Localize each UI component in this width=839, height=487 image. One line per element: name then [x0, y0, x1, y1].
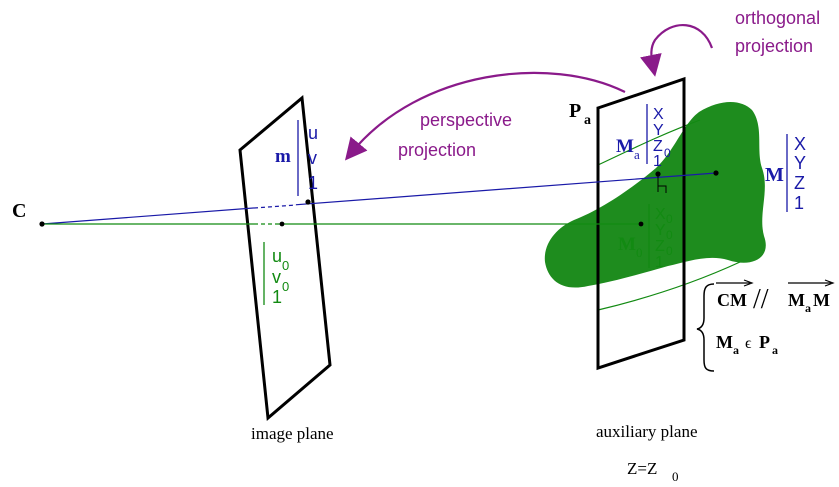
vector-uv0-u: u: [272, 246, 282, 266]
vector-uv0-1: 1: [272, 287, 282, 307]
image-plane-caption: image plane: [251, 424, 334, 443]
right-angle-mark: [658, 185, 667, 193]
vector-M-X: X: [794, 134, 806, 154]
vector-M0-Y: Y: [655, 222, 666, 239]
condition-Pa: P: [759, 332, 770, 352]
perspective-label-line2: projection: [398, 140, 476, 160]
vector-M-1: 1: [794, 193, 804, 213]
plane-name: P: [569, 100, 581, 122]
condition-MaM-M1: M: [788, 290, 805, 310]
condition-parallel: //: [753, 284, 769, 315]
vector-uv0-u-sub: 0: [282, 258, 289, 273]
auxiliary-plane: [596, 76, 686, 371]
vector-M0-X-sub: 0: [666, 212, 673, 226]
auxiliary-plane-caption: auxiliary plane: [596, 422, 698, 441]
point-Ma: [655, 171, 661, 177]
vector-arrowhead-CM: [743, 279, 754, 287]
plane-name-sub: a: [584, 113, 591, 128]
vector-M0-1: 1: [655, 254, 664, 271]
orthogonal-label-line2: projection: [735, 36, 813, 56]
perspective-arrow: [344, 71, 626, 161]
point-Ma-sub: a: [634, 147, 640, 162]
vector-m-1: 1: [308, 173, 318, 193]
vector-m-u: u: [308, 123, 318, 143]
point-M-label: M: [765, 164, 784, 186]
condition-CM: CM: [717, 290, 747, 310]
condition-element-of: ϵ: [745, 335, 752, 352]
vector-Ma-Z-sub: 0: [664, 146, 671, 160]
object-surface: [544, 102, 766, 288]
image-plane: [238, 95, 332, 421]
point-M0-sub: 0: [636, 245, 643, 260]
vector-m-v: v: [308, 148, 317, 168]
vector-M-Y: Y: [794, 153, 806, 173]
vector-uv0-v-sub: 0: [282, 279, 289, 294]
blue-ray-dashed: [253, 204, 297, 209]
vector-Ma-1: 1: [653, 153, 662, 170]
condition-MaM-sub: a: [805, 301, 811, 315]
center-label: C: [12, 200, 26, 222]
point-m: [305, 199, 311, 205]
blue-ray: [41, 172, 717, 225]
center-point: [39, 221, 45, 227]
point-M0-label: M: [618, 234, 636, 255]
plane-equation: Z=Z: [627, 459, 657, 478]
vector-Ma-Y: Y: [653, 122, 664, 139]
condition-MaM-M2: M: [813, 290, 830, 310]
orthogonal-label-line1: orthogonal: [735, 8, 820, 28]
vector-Ma-X: X: [653, 106, 664, 123]
vector-uv0-v: v: [272, 267, 281, 287]
point-uv0: [279, 221, 285, 227]
vector-M0-Z: Z: [655, 238, 665, 255]
conditions-brace: [696, 283, 715, 372]
perspective-label-line1: perspective: [420, 110, 512, 130]
vector-M-Z: Z: [794, 173, 805, 193]
condition-Ma-sub: a: [733, 343, 739, 357]
point-m-label: m: [275, 146, 291, 167]
condition-Ma: M: [716, 332, 733, 352]
vector-M0-Z-sub: 0: [666, 244, 673, 258]
object-contour-upper: [597, 119, 701, 166]
vector-M0-X: X: [655, 206, 666, 223]
vector-Ma-Z: Z: [653, 138, 663, 155]
vector-arrowhead-MaM: [824, 279, 835, 287]
vector-M0-Y-sub: 0: [666, 228, 673, 242]
point-M0: [638, 221, 644, 227]
condition-Pa-sub: a: [772, 343, 778, 357]
orthogonal-arrow: [640, 24, 714, 77]
plane-equation-sub: 0: [672, 469, 679, 484]
object-contour-lower: [597, 261, 741, 311]
point-M: [713, 170, 719, 176]
point-Ma-label: M: [616, 136, 634, 157]
